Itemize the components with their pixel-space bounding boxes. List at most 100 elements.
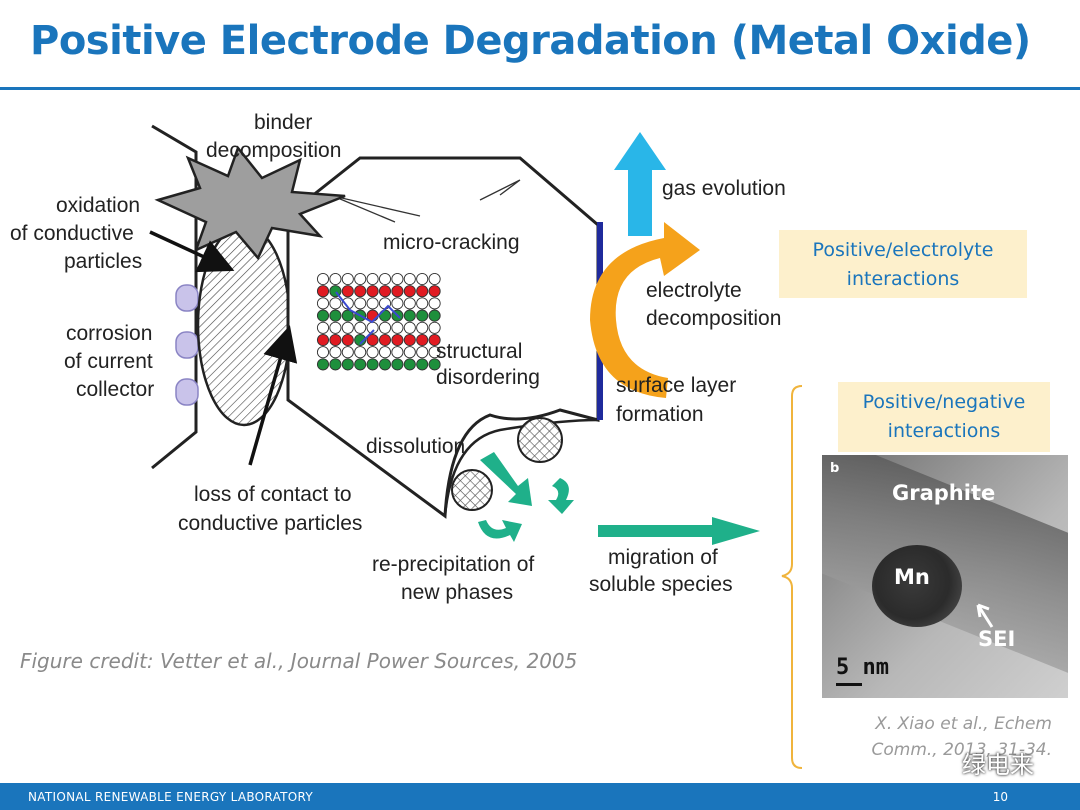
atom <box>316 333 330 347</box>
migration-arrow <box>598 517 760 545</box>
atom <box>316 272 330 286</box>
atom <box>428 321 441 334</box>
atom <box>366 346 379 359</box>
atom <box>403 272 416 286</box>
atom <box>416 333 429 347</box>
atom <box>341 358 354 371</box>
atom <box>354 321 367 334</box>
label-micro-cracking: micro-cracking <box>383 231 520 254</box>
atom <box>403 285 416 298</box>
label-corrosion: of current <box>64 350 153 373</box>
atom <box>329 346 342 359</box>
label-gas-evolution: gas evolution <box>662 177 786 200</box>
label-structural: structural <box>436 340 522 363</box>
atom <box>366 297 379 310</box>
atom <box>428 309 441 322</box>
conductive-particle <box>196 223 292 427</box>
label-structural: disordering <box>436 366 540 389</box>
atom <box>341 346 354 359</box>
callout-line: Positive/negative <box>862 391 1026 413</box>
atom <box>428 272 441 286</box>
atom <box>428 333 441 347</box>
atom <box>354 346 367 359</box>
atom <box>366 333 379 347</box>
label-electrolyte-decomposition: electrolyte <box>646 279 742 302</box>
atom <box>416 272 429 286</box>
micro-crack <box>332 179 521 223</box>
atom <box>329 272 342 286</box>
label-migration: migration of <box>608 546 718 569</box>
slide-title: Positive Electrode Degradation (Metal Ox… <box>30 18 1031 64</box>
atom <box>316 346 330 359</box>
footer-org: NATIONAL RENEWABLE ENERGY LABORATORY <box>28 790 314 804</box>
label-oxidation: of conductive <box>10 222 134 245</box>
sei-arrow-icon <box>976 603 994 628</box>
atom <box>391 321 404 334</box>
atom <box>403 358 416 371</box>
label-surface-layer: formation <box>616 403 704 426</box>
atom <box>403 333 416 347</box>
atom <box>354 285 367 298</box>
page-number: 10 <box>992 790 1008 804</box>
callout-line: interactions <box>846 268 960 290</box>
atom <box>316 297 330 310</box>
atom <box>366 272 379 286</box>
atom <box>428 297 441 310</box>
watermark-text: 绿电来 <box>962 751 1034 779</box>
atom <box>416 358 429 371</box>
label-binder: binder <box>254 111 312 134</box>
atom <box>416 321 429 334</box>
label-migration: soluble species <box>589 573 733 596</box>
atom <box>391 272 404 286</box>
binder-starburst <box>154 145 346 261</box>
scale-label: 5 nm <box>836 655 889 680</box>
disorder-path <box>335 291 401 345</box>
panel-letter: b <box>830 461 840 476</box>
label-sei: SEI <box>978 627 1016 651</box>
collector-bump <box>175 331 199 359</box>
atom <box>329 358 342 371</box>
atom <box>378 346 392 359</box>
atom <box>403 346 416 359</box>
atom <box>354 358 367 371</box>
bracket <box>781 385 803 769</box>
atom <box>403 321 416 334</box>
atom <box>391 358 404 371</box>
label-dissolution: dissolution <box>366 435 465 458</box>
gas-evolution-arrow <box>614 132 666 236</box>
label-electrolyte-decomposition: decomposition <box>646 307 781 330</box>
atom <box>378 272 392 286</box>
atom <box>403 297 416 310</box>
wechat-icon <box>934 756 958 775</box>
collector-bump <box>175 284 199 312</box>
atom <box>416 346 429 359</box>
atom <box>366 358 379 371</box>
label-corrosion: collector <box>76 378 154 401</box>
atom <box>391 333 404 347</box>
reference-line: Comm., 2013, 31-34. <box>871 740 1052 760</box>
scale-bar <box>836 683 862 686</box>
label-graphite: Graphite <box>892 481 996 505</box>
atom <box>378 321 392 334</box>
collector-bump <box>175 378 199 406</box>
reprecipitation-arrow <box>478 520 522 542</box>
label-loss-of-contact: loss of contact to <box>194 483 352 506</box>
atom <box>316 321 330 334</box>
atom <box>316 285 330 298</box>
atom-lattice <box>316 272 441 371</box>
label-oxidation: oxidation <box>56 194 140 217</box>
pointer-arrow <box>248 325 298 466</box>
dissolution-pocket <box>443 418 599 517</box>
atom <box>354 272 367 286</box>
atom <box>329 333 342 347</box>
atom <box>341 309 354 322</box>
tem-micrograph: b Graphite Mn SEI 5 nm <box>822 455 1068 698</box>
atom <box>366 285 379 298</box>
atom <box>341 272 354 286</box>
precipitate-particle <box>517 417 563 463</box>
precipitate-particle <box>451 469 493 511</box>
atom <box>378 285 392 298</box>
label-oxidation: particles <box>64 250 142 273</box>
atom <box>341 333 354 347</box>
reprecipitation-arrow <box>548 478 574 514</box>
